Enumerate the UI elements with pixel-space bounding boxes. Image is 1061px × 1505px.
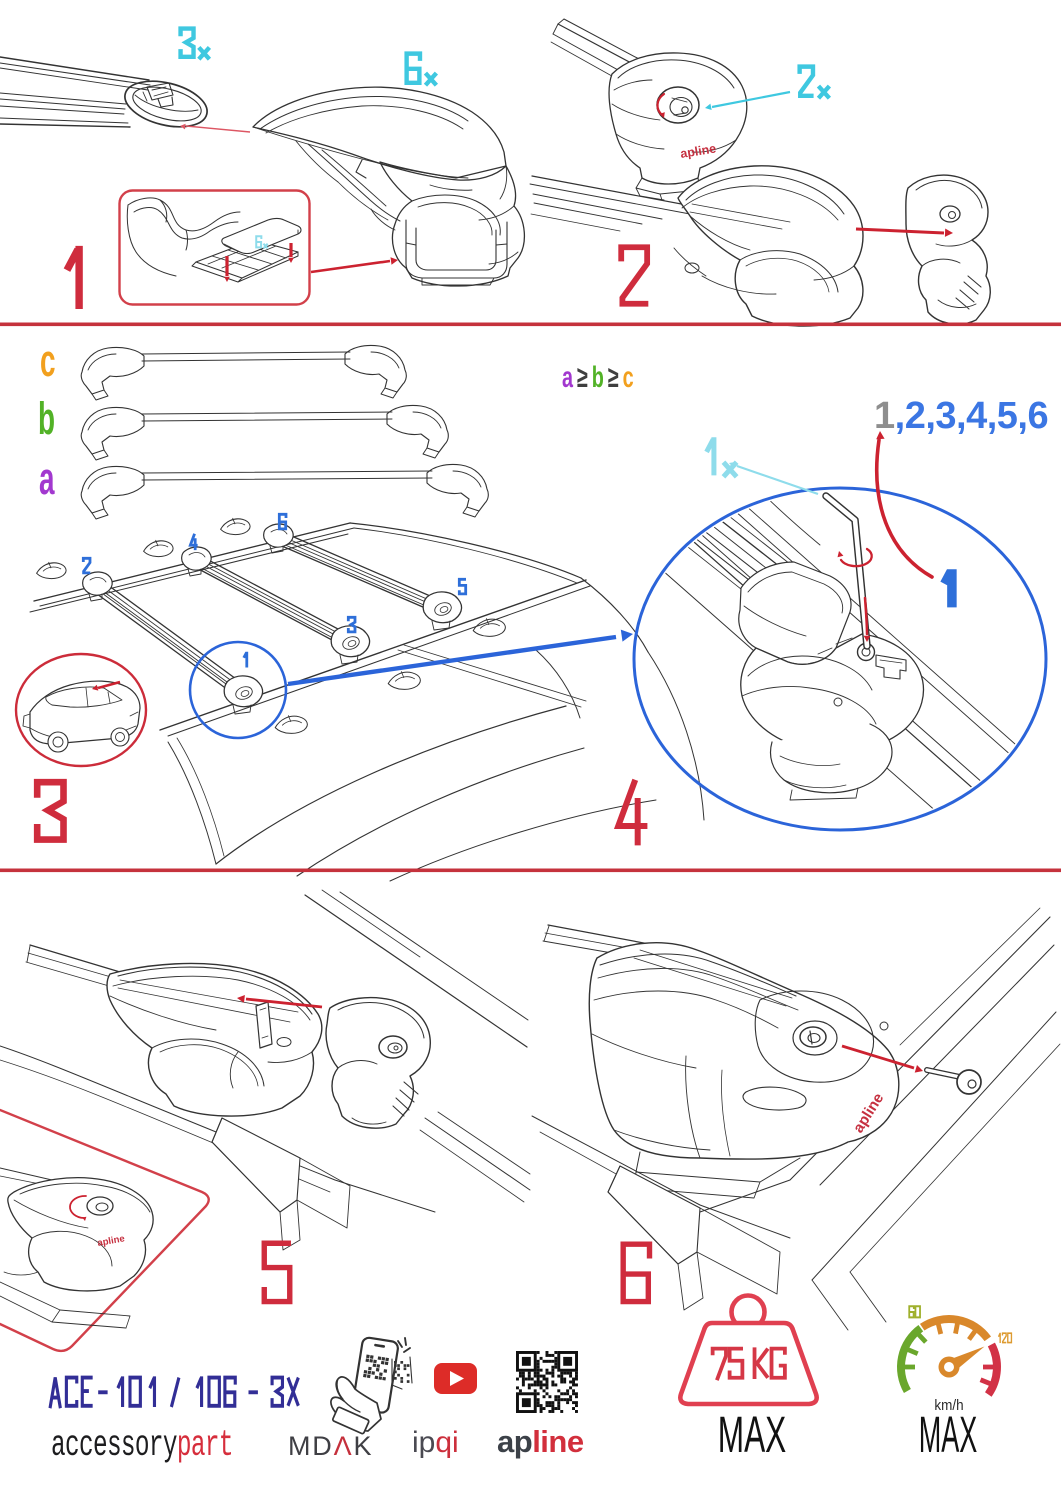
svg-text:b: b bbox=[38, 393, 55, 443]
svg-text:accessorypart: accessorypart bbox=[51, 1425, 233, 1466]
svg-text:apline: apline bbox=[97, 1233, 126, 1249]
svg-text:ipqi: ipqi bbox=[412, 1426, 459, 1459]
svg-text:a≥b≥c: a≥b≥c bbox=[562, 361, 638, 394]
svg-text:MAX: MAX bbox=[718, 1406, 787, 1462]
svg-text:c: c bbox=[40, 335, 56, 385]
svg-text:apline: apline bbox=[497, 1424, 584, 1459]
svg-text:MAX: MAX bbox=[919, 1406, 978, 1463]
svg-text:km/h: km/h bbox=[934, 1397, 963, 1414]
svg-text:MDΛK: MDΛK bbox=[288, 1431, 373, 1461]
svg-text:1,2,3,4,5,6: 1,2,3,4,5,6 bbox=[874, 395, 1048, 437]
svg-text:a: a bbox=[39, 453, 55, 503]
svg-text:apline: apline bbox=[679, 141, 717, 160]
